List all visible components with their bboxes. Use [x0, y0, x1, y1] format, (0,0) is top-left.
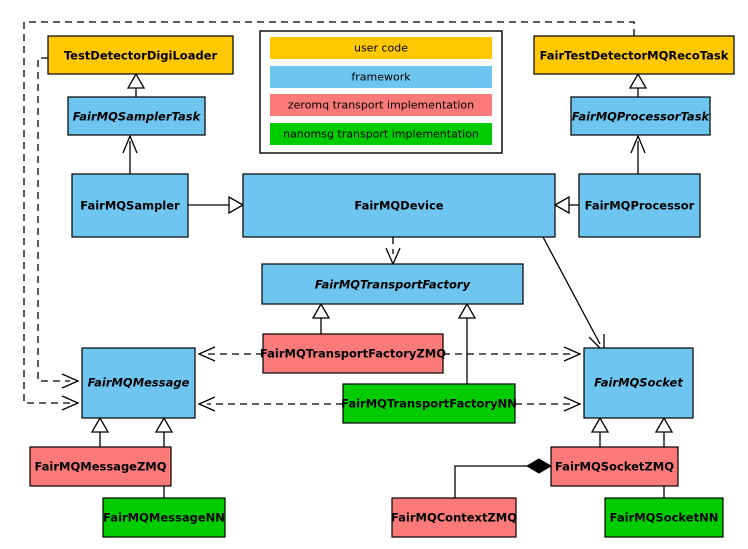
node-label-fairmqdevice: FairMQDevice	[354, 199, 443, 213]
arrowhead-inherit-digiloader	[126, 72, 146, 89]
legend: user code framework zeromq transport imp…	[259, 30, 503, 154]
node-fairmqmessage[interactable]: FairMQMessage	[81, 347, 196, 419]
node-label-fairmqsocketnn: FairMQSocketNN	[610, 511, 719, 525]
arrowhead-inherit-socket-nn	[654, 416, 674, 433]
legend-label-framework: framework	[351, 71, 411, 84]
legend-swatch-framework	[270, 66, 492, 88]
node-box-testdetectordigiloader[interactable]	[47, 35, 234, 75]
node-label-fairmqprocessor: FairMQProcessor	[585, 199, 695, 213]
node-label-fairmqmessagenn: FairMQMessageNN	[103, 511, 225, 525]
legend-item-nanomsg: nanomsg transport implementation	[270, 123, 492, 145]
node-label-fairtestdetectormqrecotask: FairTestDetectorMQRecoTask	[540, 49, 729, 63]
node-fairmqtransportfactory[interactable]: FairMQTransportFactory	[261, 263, 524, 305]
node-box-fairmqsocket[interactable]	[583, 347, 694, 419]
legend-label-nanomsg: nanomsg transport implementation	[283, 128, 479, 141]
arrowhead-inherit-recotask	[628, 72, 648, 89]
node-fairmqsocketzmq[interactable]: FairMQSocketZMQ	[550, 446, 679, 487]
legend-swatch-zeromq	[270, 94, 492, 116]
arrowhead-inherit-transportfactory-zmq	[311, 302, 331, 319]
arrowhead-open-sampler-samplertask	[122, 134, 138, 154]
node-label-fairmqmessagezmq: FairMQMessageZMQ	[34, 460, 166, 474]
node-fairmqprocessor[interactable]: FairMQProcessor	[578, 173, 701, 238]
edge-recotask-to-message	[23, 21, 635, 404]
node-fairmqprocessortask[interactable]: FairMQProcessorTask	[570, 96, 711, 136]
legend-item-framework: framework	[270, 66, 492, 88]
legend-label-user-code: user code	[354, 42, 408, 55]
node-box-fairmqtransportfactorynn[interactable]	[342, 383, 516, 424]
arrowhead-open-processor-processortask	[630, 134, 646, 154]
node-label-testdetectordigiloader: TestDetectorDigiLoader	[64, 49, 218, 63]
node-fairmqtransportfactorynn[interactable]: FairMQTransportFactoryNN	[341, 383, 517, 424]
node-label-fairmqsocketzmq: FairMQSocketZMQ	[555, 460, 674, 474]
node-label-fairmqprocessortask: FairMQProcessorTask	[572, 110, 711, 124]
arrowhead-open-tfzmq-message	[197, 346, 216, 362]
arrowhead-open-recotask-message	[61, 395, 80, 411]
node-box-fairmqmessagezmq[interactable]	[29, 446, 172, 487]
arrowhead-inherit-socket-zmq	[590, 416, 610, 433]
arrowhead-inherit-device-left	[228, 195, 245, 215]
node-fairtestdetectormqrecotask[interactable]: FairTestDetectorMQRecoTask	[533, 35, 735, 75]
node-box-fairmqprocessortask[interactable]	[570, 96, 711, 136]
arrowhead-inherit-message-zmq	[90, 416, 110, 433]
node-fairmqdevice[interactable]: FairMQDevice	[242, 173, 556, 238]
edge-device-to-socket	[542, 236, 601, 345]
node-box-fairmqsocketnn[interactable]	[604, 497, 724, 538]
node-box-fairmqdevice[interactable]	[242, 173, 556, 238]
node-fairmqsampler[interactable]: FairMQSampler	[71, 173, 189, 238]
node-box-fairmqcontextzmq[interactable]	[391, 497, 517, 538]
node-label-fairmqmessage: FairMQMessage	[88, 376, 190, 390]
node-fairmqtransportfactoryzmq[interactable]: FairMQTransportFactoryZMQ	[260, 333, 446, 374]
legend-item-zeromq: zeromq transport implementation	[270, 94, 492, 116]
node-box-fairmqmessage[interactable]	[81, 347, 196, 419]
node-fairmqsocket[interactable]: FairMQSocket	[583, 347, 694, 419]
arrowhead-open-tfzmq-socket	[563, 346, 582, 362]
node-layer: TestDetectorDigiLoader FairTestDetectorM…	[29, 35, 735, 538]
node-label-fairmqsamplertask: FairMQSamplerTask	[73, 110, 202, 124]
arrowhead-open-tfnn-message	[197, 396, 216, 412]
arrowhead-open-digiloader-message	[61, 373, 80, 389]
arrowhead-open-tfnn-socket	[563, 396, 582, 412]
node-box-fairmqsocketzmq[interactable]	[550, 446, 679, 487]
node-fairmqsamplertask[interactable]: FairMQSamplerTask	[67, 96, 206, 136]
arrowhead-inherit-device-right	[553, 195, 570, 215]
node-label-fairmqtransportfactory: FairMQTransportFactory	[315, 278, 471, 292]
node-box-fairtestdetectormqrecotask[interactable]	[533, 35, 735, 75]
node-label-fairmqtransportfactoryzmq: FairMQTransportFactoryZMQ	[260, 347, 446, 361]
node-box-fairmqsamplertask[interactable]	[67, 96, 206, 136]
legend-item-user-code: user code	[270, 37, 492, 59]
node-box-fairmqmessagenn[interactable]	[102, 497, 226, 538]
node-label-fairmqcontextzmq: FairMQContextZMQ	[391, 511, 517, 525]
diamond-composition-socketzmq	[526, 458, 552, 474]
legend-swatch-user-code	[270, 37, 492, 59]
node-box-fairmqprocessor[interactable]	[578, 173, 701, 238]
node-box-fairmqtransportfactory[interactable]	[261, 263, 524, 305]
node-fairmqsocketnn[interactable]: FairMQSocketNN	[604, 497, 724, 538]
edge-contextzmq-to-socketzmq	[454, 465, 539, 498]
node-testdetectordigiloader[interactable]: TestDetectorDigiLoader	[47, 35, 234, 75]
legend-swatch-nanomsg	[270, 123, 492, 145]
arrowhead-inherit-transportfactory-nn	[457, 302, 477, 319]
arrowhead-inherit-message-nn	[154, 416, 174, 433]
node-fairmqmessagenn[interactable]: FairMQMessageNN	[102, 497, 226, 538]
node-label-fairmqsampler: FairMQSampler	[80, 199, 180, 213]
edge-digiloader-to-message	[37, 57, 70, 382]
legend-label-zeromq: zeromq transport implementation	[288, 99, 474, 112]
node-fairmqmessagezmq[interactable]: FairMQMessageZMQ	[29, 446, 172, 487]
node-label-fairmqsocket: FairMQSocket	[594, 376, 683, 390]
node-box-fairmqtransportfactoryzmq[interactable]	[262, 333, 444, 374]
node-box-fairmqsampler[interactable]	[71, 173, 189, 238]
node-fairmqcontextzmq[interactable]: FairMQContextZMQ	[391, 497, 517, 538]
node-label-fairmqtransportfactorynn: FairMQTransportFactoryNN	[341, 397, 517, 411]
